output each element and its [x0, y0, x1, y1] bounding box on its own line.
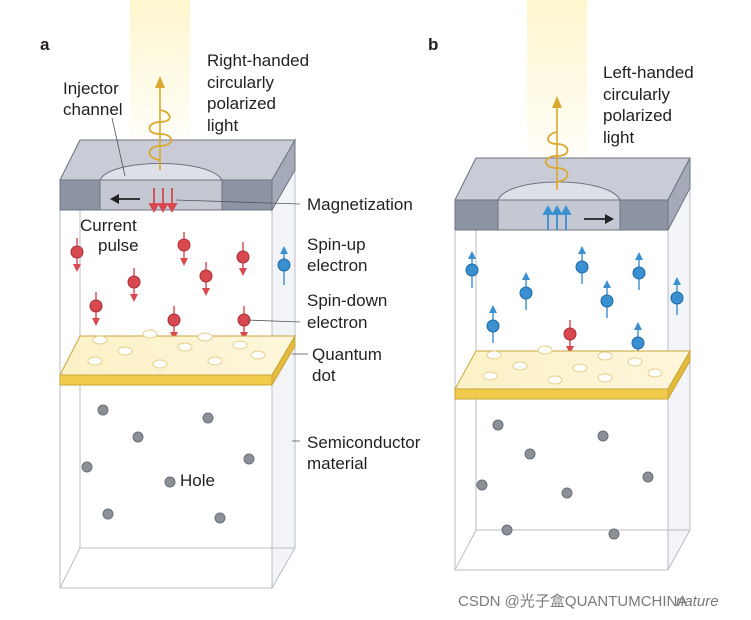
spin-up-label: Spin-up electron	[307, 235, 370, 275]
electron-spin-up	[519, 272, 533, 310]
electron-spin-down	[70, 238, 84, 272]
spin-down-label: Spin-down electron	[307, 291, 392, 332]
hole	[608, 528, 620, 540]
magnetization-arrow-a	[110, 194, 140, 204]
injector-slab-b	[454, 157, 691, 231]
hole	[102, 508, 114, 520]
spin-up-electrons-b	[465, 246, 684, 360]
current-pulse-label: Current pulse	[80, 216, 141, 255]
electron-spin-up	[600, 280, 614, 318]
electron-spin-up	[486, 305, 500, 343]
electron-spin-down	[236, 242, 250, 276]
hole	[524, 448, 536, 460]
hole	[597, 430, 609, 442]
hole	[202, 412, 214, 424]
injector-spin-up-arrows-b	[542, 205, 572, 230]
spin-down-electrons-b	[563, 320, 577, 354]
electron-spin-up	[277, 246, 291, 285]
holes-a	[81, 404, 255, 524]
hole	[642, 471, 654, 483]
hole	[97, 404, 109, 416]
light-label-b: Left-handed circularly polarized light	[603, 63, 698, 147]
magnetization-arrow-b	[584, 214, 614, 224]
electron-spin-down	[199, 262, 213, 296]
hole	[81, 461, 93, 473]
quantum-dot-layer-b	[454, 345, 691, 401]
electron-spin-down	[127, 268, 141, 302]
spin-up-electrons-a	[277, 246, 291, 285]
watermark: CSDN @光子盒QUANTUMCHINA nature	[458, 593, 719, 610]
hole	[476, 479, 488, 491]
panel-b-letter: b	[428, 35, 438, 54]
electron-spin-down	[563, 320, 577, 354]
panel-a-letter: a	[40, 35, 50, 54]
hole	[501, 524, 513, 536]
spin-down-electrons-a	[70, 232, 251, 340]
light-arrow-a	[148, 76, 173, 170]
light-arrow-b	[544, 96, 569, 190]
hole	[132, 431, 144, 443]
hole	[164, 476, 176, 488]
holes-b	[476, 419, 654, 540]
semiconductor-label: Semiconductor material	[307, 433, 425, 473]
injector-channel-label: Injector channel	[63, 79, 123, 119]
hole	[214, 512, 226, 524]
electron-spin-up	[575, 246, 589, 284]
quantum-dot-layer-a	[59, 329, 296, 387]
panel-b: b	[428, 0, 698, 571]
light-label-a: Right-handed circularly polarized light	[207, 51, 314, 135]
magnetization-label: Magnetization	[307, 195, 413, 214]
leader-lines-a	[111, 117, 308, 442]
electron-spin-up	[632, 252, 646, 290]
nature-logo: nature	[676, 593, 719, 610]
electron-spin-down	[89, 292, 103, 326]
electron-spin-up	[465, 251, 479, 288]
hole-label: Hole	[180, 471, 215, 490]
csdn-watermark: CSDN @光子盒QUANTUMCHINA	[458, 593, 687, 610]
hole	[561, 487, 573, 499]
electron-spin-down	[177, 232, 191, 266]
hole	[243, 453, 255, 465]
injector-slab-a	[59, 138, 296, 212]
quantum-dot-label: Quantum dot	[312, 345, 387, 385]
injector-spin-down-arrows-a	[148, 188, 178, 213]
electron-spin-up	[670, 277, 684, 315]
electron-spin-down	[167, 306, 181, 340]
panel-a: a	[40, 0, 425, 590]
hole	[492, 419, 504, 431]
